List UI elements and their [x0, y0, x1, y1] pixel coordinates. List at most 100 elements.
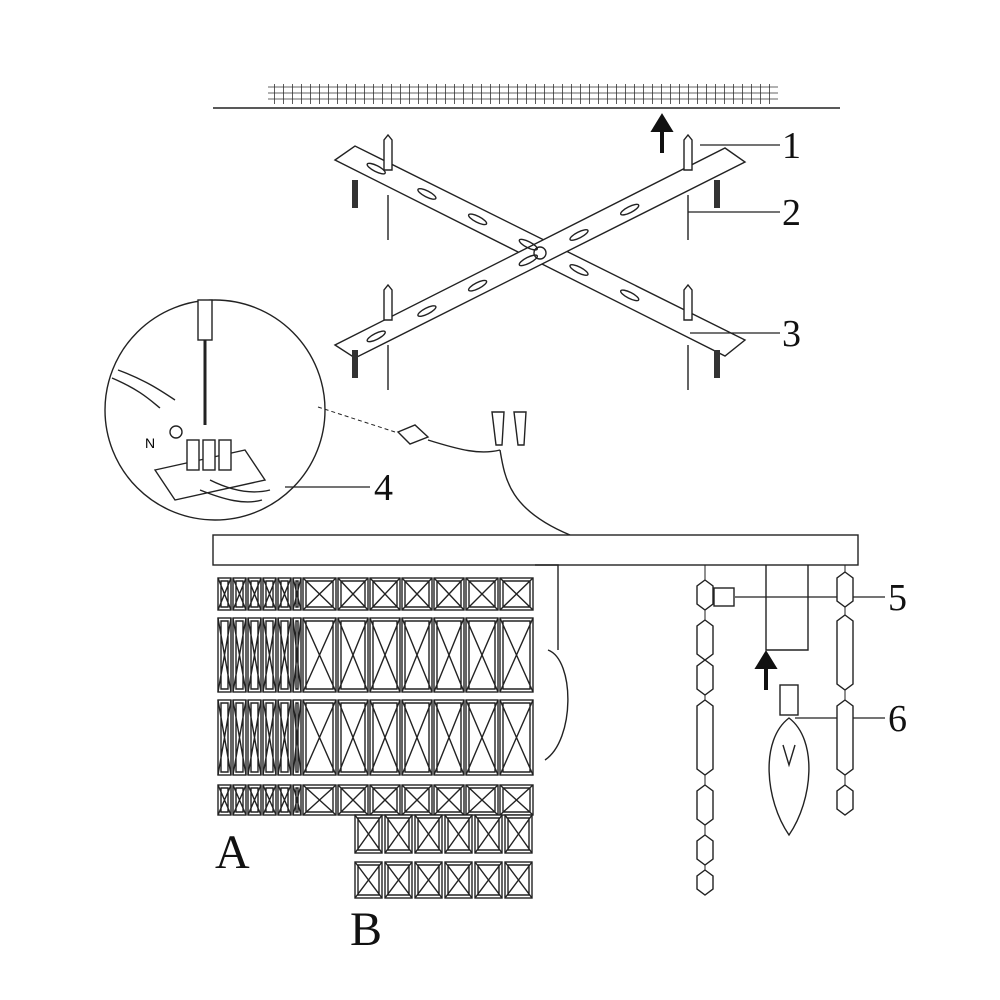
crystal	[369, 784, 401, 816]
crystal	[277, 577, 292, 611]
wiring-detail-inset: N	[104, 299, 396, 521]
crystal	[474, 861, 503, 899]
wall-anchor	[683, 133, 693, 171]
crystal	[302, 577, 337, 611]
crystal	[247, 617, 262, 693]
cross-mounting-bracket	[333, 145, 747, 359]
callout-2: 2	[782, 192, 801, 234]
crystal	[401, 784, 433, 816]
crystal	[277, 699, 292, 776]
bolt	[714, 350, 720, 378]
bolt	[714, 180, 720, 208]
strand-crystal	[696, 699, 714, 776]
crystal	[465, 784, 499, 816]
strand-crystal	[696, 619, 714, 661]
crystal	[465, 617, 499, 693]
crystal	[384, 861, 413, 899]
strand-crystal	[696, 659, 714, 696]
crystal	[217, 784, 232, 816]
crystal-panels	[217, 577, 534, 899]
strand-crystal	[836, 699, 854, 776]
crystal-strands	[696, 565, 854, 896]
crystal	[217, 617, 232, 693]
crystal	[302, 617, 337, 693]
section-label-b: B	[350, 903, 382, 956]
strand-crystal	[836, 784, 854, 816]
crystal	[499, 577, 534, 611]
ground-icon	[169, 425, 183, 439]
crystal	[217, 699, 232, 776]
terminal-block-and-connectors	[396, 411, 571, 536]
crystal	[292, 784, 302, 816]
crystal	[262, 784, 277, 816]
bolt	[352, 350, 358, 378]
crystal	[444, 814, 473, 854]
crystal	[465, 577, 499, 611]
crystal	[499, 617, 534, 693]
crystal	[354, 861, 383, 899]
callout-1: 1	[782, 125, 801, 167]
crystal	[337, 617, 369, 693]
callout-leaders	[285, 144, 885, 719]
crystal	[465, 699, 499, 776]
crystal	[247, 577, 262, 611]
crystal	[499, 699, 534, 776]
up-arrow-icon	[754, 650, 778, 690]
screws-and-anchors	[352, 133, 720, 390]
candle-bulb	[768, 684, 810, 837]
crystal	[292, 617, 302, 693]
wall-anchor	[383, 283, 393, 321]
crystal	[401, 699, 433, 776]
crystal	[232, 784, 247, 816]
canopy	[212, 534, 859, 566]
crystal-clip	[713, 587, 735, 607]
crystal	[499, 784, 534, 816]
up-arrow-icon	[650, 113, 674, 153]
neutral-mark: N	[145, 435, 155, 451]
crystal	[433, 784, 465, 816]
wall-anchor	[683, 283, 693, 321]
crystal	[369, 699, 401, 776]
callout-6: 6	[888, 698, 907, 740]
callout-5: 5	[888, 577, 907, 619]
strand-crystal	[696, 784, 714, 826]
crystal	[302, 784, 337, 816]
crystal	[444, 861, 473, 899]
crystal	[414, 861, 443, 899]
ceiling	[213, 84, 840, 109]
crystal	[262, 617, 277, 693]
crystal	[433, 617, 465, 693]
crystal	[277, 617, 292, 693]
crystal	[354, 814, 383, 854]
crystal	[337, 784, 369, 816]
crystal	[262, 577, 277, 611]
crystal	[474, 814, 503, 854]
strand-crystal	[696, 834, 714, 866]
strand-crystal	[696, 579, 714, 611]
crystal	[247, 699, 262, 776]
crystal	[302, 699, 337, 776]
callout-3: 3	[782, 313, 801, 355]
crystal	[414, 814, 443, 854]
crystal	[369, 577, 401, 611]
crystal	[504, 814, 533, 854]
crystal	[433, 577, 465, 611]
crystal	[232, 699, 247, 776]
strand-crystal	[836, 614, 854, 691]
crystal	[247, 784, 262, 816]
crystal	[232, 617, 247, 693]
crystal	[337, 577, 369, 611]
bulb-socket-housing	[765, 565, 809, 651]
lamp-bracket	[535, 564, 569, 761]
crystal	[217, 577, 232, 611]
crystal	[292, 577, 302, 611]
bolt	[352, 180, 358, 208]
crystal	[292, 699, 302, 776]
strand-crystal	[696, 869, 714, 896]
strand-crystal	[836, 571, 854, 608]
section-label-a: A	[215, 826, 250, 879]
crystal	[384, 814, 413, 854]
crystal	[262, 699, 277, 776]
crystal	[232, 577, 247, 611]
